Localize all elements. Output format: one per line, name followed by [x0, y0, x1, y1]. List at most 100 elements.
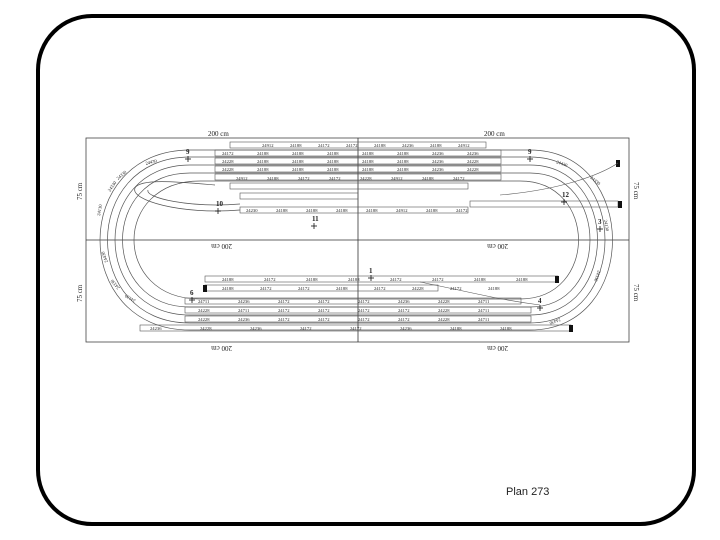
track-label: 24172	[318, 143, 330, 148]
track-label: 24711	[198, 299, 210, 304]
curve-label: 24330	[593, 270, 602, 283]
dim-bottom-left: 200 cm	[211, 344, 232, 352]
track-label: 24228	[438, 308, 450, 313]
track-label: 24188	[366, 208, 378, 213]
track-label: 24711	[478, 317, 490, 322]
track-label: 24172	[453, 176, 465, 181]
track-label: 24172	[358, 299, 370, 304]
track-label: 24172	[450, 286, 462, 291]
track-label: 24172	[398, 317, 410, 322]
track-label: 24188	[327, 167, 339, 172]
curve-label: 24430	[548, 317, 561, 326]
track-label: 24228	[222, 159, 234, 164]
curve-label: 24430	[100, 250, 109, 263]
track-label: 24228	[198, 317, 210, 322]
signal-markers: 9 9 10 11 12 1 6 4 3	[185, 148, 603, 311]
track-label: 24188	[292, 167, 304, 172]
dim-bottom-right: 200 cm	[487, 344, 508, 352]
track-label: 24172	[300, 326, 312, 331]
track-label: 24236	[150, 326, 162, 331]
marker: 1	[368, 267, 374, 281]
marker: 12	[561, 191, 570, 205]
track-label: 24912	[236, 176, 248, 181]
track-label: 24188	[306, 208, 318, 213]
track-label: 24172	[264, 277, 276, 282]
dim-left-upper: 75 cm	[76, 182, 84, 200]
track-label: 24188	[222, 277, 234, 282]
track-label: 24172	[358, 308, 370, 313]
marker: 6	[189, 289, 195, 303]
track-label: 24236	[400, 326, 412, 331]
track-label: 24172	[318, 317, 330, 322]
track-label: 24172	[358, 317, 370, 322]
track-label: 24172	[374, 286, 386, 291]
track-label: 24172	[278, 317, 290, 322]
curve-label: 24130	[603, 219, 610, 232]
svg-text:12: 12	[562, 191, 570, 199]
track-label: 24188	[374, 143, 386, 148]
track-label: 24172	[432, 277, 444, 282]
track-label: 24188	[397, 159, 409, 164]
curve-label: 24130	[123, 293, 136, 303]
track-label: 24188	[426, 208, 438, 213]
track-label: 24172	[350, 326, 362, 331]
track-label: 24188	[450, 326, 462, 331]
track-label: 24236	[398, 299, 410, 304]
track-label: 24188	[474, 277, 486, 282]
track-label: 24188	[327, 151, 339, 156]
dim-right-lower: 75 cm	[632, 284, 640, 302]
track-label: 24188	[267, 176, 279, 181]
track-label: 24188	[290, 143, 302, 148]
upper-track-rows	[214, 141, 619, 214]
track-label: 24228	[222, 167, 234, 172]
curve-label: 24330	[109, 278, 121, 291]
return-curve-upper-2	[147, 189, 241, 206]
track-label: 24228	[198, 308, 210, 313]
track-label: 24236	[432, 167, 444, 172]
rounded-frame	[36, 14, 696, 526]
track-label: 24236	[402, 143, 414, 148]
diagonal-track-right	[499, 162, 619, 196]
curve-label: 24430	[556, 159, 569, 168]
track-label: 24188	[336, 286, 348, 291]
track-label: 24188	[306, 277, 318, 282]
dim-left-lower: 75 cm	[76, 284, 84, 302]
track-label: 24188	[327, 159, 339, 164]
track-label: 24188	[362, 159, 374, 164]
track-label: 24188	[292, 151, 304, 156]
track-label: 24188	[397, 151, 409, 156]
return-curve-upper	[134, 181, 241, 212]
track-label: 24172	[278, 308, 290, 313]
track-label: 24228	[200, 326, 212, 331]
track-label: 24188	[336, 208, 348, 213]
track-label: 24188	[257, 167, 269, 172]
track-label: 24912	[262, 143, 274, 148]
marker: 9	[185, 148, 191, 162]
track-label: 24172	[298, 286, 310, 291]
dim-mid-right: 200 cm	[487, 242, 508, 250]
track-label: 24172	[278, 299, 290, 304]
track-label: 24236	[250, 326, 262, 331]
marker: 3	[597, 218, 603, 232]
svg-text:9: 9	[186, 148, 190, 156]
marker: 10	[215, 200, 224, 214]
svg-text:3: 3	[598, 218, 602, 226]
track-label: 24236	[467, 151, 479, 156]
track-label: 24236	[238, 317, 250, 322]
curve-label: 24330	[107, 180, 118, 193]
track-label: 24172	[222, 151, 234, 156]
track-label: 24711	[478, 308, 490, 313]
marker: 4	[537, 297, 543, 311]
track-label: 24912	[396, 208, 408, 213]
track-label: 24188	[362, 151, 374, 156]
track-label: 24236	[238, 299, 250, 304]
svg-text:11: 11	[312, 215, 319, 223]
svg-text:9: 9	[528, 148, 532, 156]
track-label: 24228	[467, 167, 479, 172]
track-label: 24228	[412, 286, 424, 291]
track-label: 24912	[458, 143, 470, 148]
track-label: 24188	[222, 286, 234, 291]
track-label: 24228	[467, 159, 479, 164]
track-label: 24188	[257, 151, 269, 156]
marker: 9	[527, 148, 533, 162]
